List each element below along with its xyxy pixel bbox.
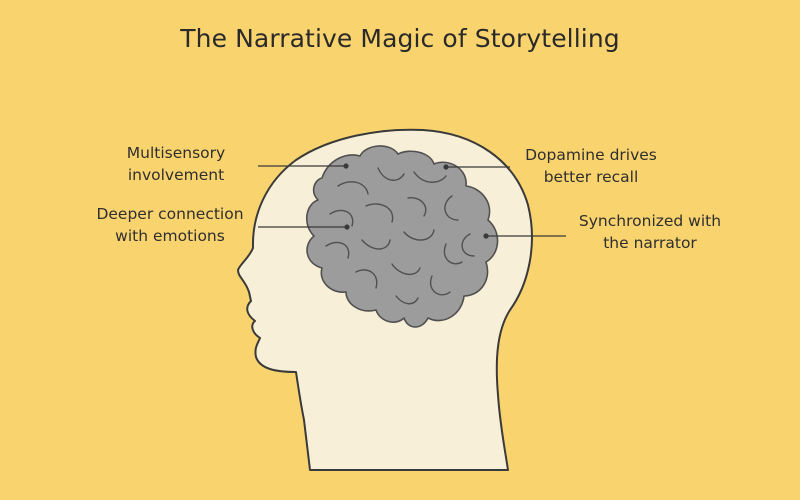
label-line: involvement: [127, 166, 225, 184]
diagram-title: The Narrative Magic of Storytelling: [180, 24, 620, 53]
brain-folds: [325, 167, 475, 305]
leader-lines: [258, 163, 566, 239]
leader-dot-top-left: [343, 163, 349, 169]
brain-outline: [306, 145, 499, 328]
label-line: the narrator: [603, 234, 697, 252]
label-dopamine-recall: Dopamine drives better recall: [506, 144, 676, 188]
label-line: with emotions: [115, 227, 225, 245]
label-line: better recall: [543, 168, 639, 186]
label-multisensory-involvement: Multisensory involvement: [92, 142, 260, 186]
leader-dot-middle-right: [483, 233, 489, 239]
label-line: Multisensory: [126, 144, 226, 162]
label-line: Dopamine drives: [525, 146, 657, 164]
brain-icon: [306, 145, 499, 328]
label-deeper-connection: Deeper connection with emotions: [80, 203, 260, 247]
leader-dot-middle-left: [344, 224, 350, 230]
leader-dot-top-right: [443, 164, 449, 170]
label-line: Deeper connection: [96, 205, 244, 223]
label-line: Synchronized with: [578, 212, 722, 230]
label-synchronized-narrator: Synchronized with the narrator: [560, 210, 740, 254]
